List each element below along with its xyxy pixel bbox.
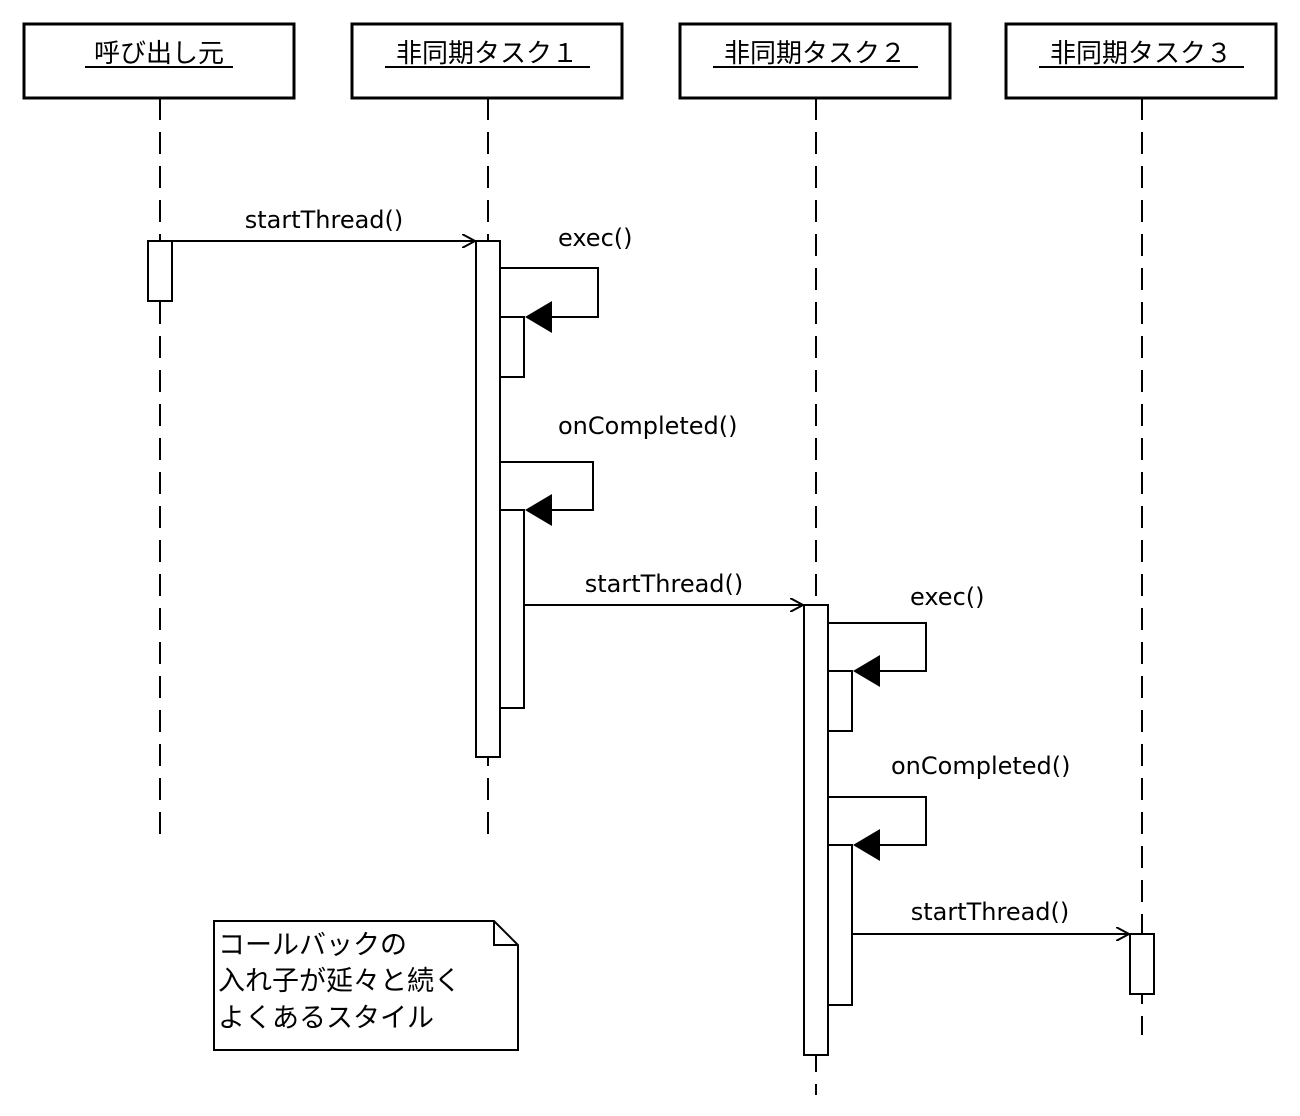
activation-task1 — [475, 240, 501, 758]
message-startthread-2-label: startThread() — [585, 570, 744, 598]
message-startthread-2: startThread() — [524, 570, 803, 605]
message-oncompleted-1: onCompleted() — [500, 412, 738, 526]
note-corner — [493, 921, 518, 946]
activation-caller — [147, 240, 173, 302]
activation-task1-exec — [499, 316, 525, 378]
message-exec-1: exec() — [500, 224, 633, 333]
participant-task3-label: 非同期タスク３ — [1050, 39, 1232, 69]
activation-task2-oncompleted — [827, 844, 853, 1006]
message-startthread-3-label: startThread() — [911, 898, 1070, 926]
note-line-3: よくあるスタイル — [218, 1003, 434, 1034]
message-oncompleted-1-label: onCompleted() — [558, 412, 738, 440]
participant-task1: 非同期タスク１ — [350, 22, 624, 100]
message-startthread-3: startThread() — [852, 898, 1129, 934]
activation-task1-oncompleted — [499, 509, 525, 709]
message-oncompleted-2: onCompleted() — [828, 752, 1071, 861]
participant-task3: 非同期タスク３ — [1004, 22, 1278, 100]
message-startthread-1-label: startThread() — [245, 206, 404, 234]
message-startthread-1: startThread() — [172, 206, 475, 241]
note: コールバックの 入れ子が延々と続く よくあるスタイル — [213, 920, 519, 1051]
participant-task1-label: 非同期タスク１ — [396, 39, 578, 69]
note-box — [213, 920, 519, 1051]
activation-task2 — [803, 604, 829, 1056]
message-oncompleted-2-label: onCompleted() — [891, 752, 1071, 780]
activation-task3 — [1129, 933, 1155, 995]
message-exec-1-label: exec() — [558, 224, 633, 252]
participant-task2: 非同期タスク２ — [678, 22, 952, 100]
message-exec-2-label: exec() — [910, 583, 985, 611]
message-exec-2: exec() — [828, 583, 985, 687]
participant-caller-label: 呼び出し元 — [94, 39, 224, 69]
note-line-2: 入れ子が延々と続く — [218, 966, 461, 997]
participant-task2-label: 非同期タスク２ — [724, 39, 906, 69]
activation-task2-exec — [827, 670, 853, 732]
note-line-1: コールバックの — [218, 930, 407, 961]
participant-caller: 呼び出し元 — [22, 22, 296, 100]
